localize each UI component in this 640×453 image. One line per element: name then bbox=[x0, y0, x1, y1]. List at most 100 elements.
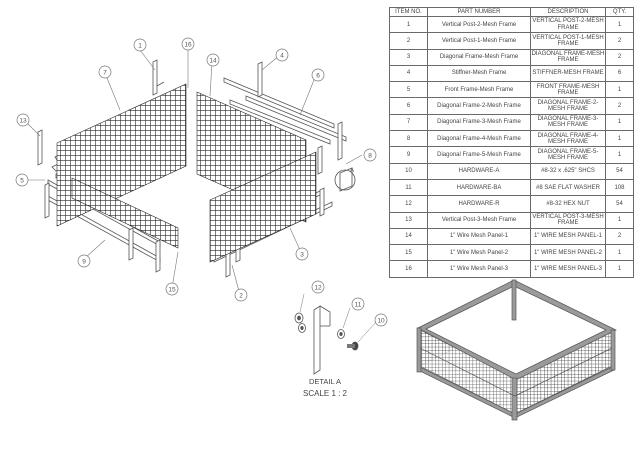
bom-cell-item: 2 bbox=[389, 32, 428, 50]
bom-cell-item: 12 bbox=[389, 195, 428, 213]
mesh-panels bbox=[56, 83, 317, 263]
bom-cell-qty: 1 bbox=[605, 113, 634, 132]
detail-a-scale: SCALE 1 : 2 bbox=[302, 389, 348, 398]
balloon-12: 12 bbox=[311, 280, 325, 294]
bom-cell-item: 4 bbox=[389, 64, 428, 83]
socket-head-cap-screw bbox=[347, 341, 359, 351]
svg-text:15: 15 bbox=[168, 286, 176, 293]
bom-cell-qty: 54 bbox=[605, 195, 634, 213]
bom-cell-part: HARDWARE-BA bbox=[427, 178, 531, 197]
bom-cell-part: Diagonal Frame-5-Mesh Frame bbox=[427, 146, 531, 164]
bom-cell-part: Front Frame-Mesh Frame bbox=[427, 81, 531, 99]
wire-mesh-panel-2 bbox=[71, 177, 179, 249]
bom-cell-part: Stiffner-Mesh Frame bbox=[427, 64, 531, 83]
balloon-5: 5 bbox=[15, 173, 29, 187]
bom-cell-desc: #8-32 x .625" SHCS bbox=[530, 162, 606, 180]
vertical-post-2 bbox=[152, 59, 158, 96]
bom-cell-desc: FRONT FRAME-MESH FRAME bbox=[530, 81, 606, 99]
bom-header-row: ITEM NO. PART NUMBER DESCRIPTION QTY. bbox=[389, 7, 634, 17]
bom-cell-desc: VERTICAL POST-3-MESH FRAME bbox=[530, 211, 606, 229]
bom-cell-desc: #8 SAE FLAT WASHER bbox=[530, 178, 606, 197]
svg-text:11: 11 bbox=[355, 301, 362, 308]
bom-cell-part: Vertical Post-1-Mesh Frame bbox=[427, 32, 531, 50]
bom-cell-desc: VERTICAL POST-1-MESH FRAME bbox=[530, 32, 606, 50]
balloon-13: 13 bbox=[16, 113, 30, 127]
wire-mesh-panel-1-lower bbox=[209, 151, 317, 263]
vertical-post-3 bbox=[37, 129, 43, 166]
bom-cell-qty: 108 bbox=[605, 178, 634, 197]
bom-cell-desc: #8-32 HEX NUT bbox=[530, 195, 606, 213]
bom-cell-part: 1" Wire Mesh Panel-3 bbox=[427, 260, 531, 278]
bom-cell-item: 15 bbox=[389, 244, 428, 262]
balloon-6: 6 bbox=[311, 68, 325, 82]
bom-cell-item: 5 bbox=[389, 81, 428, 99]
balloon-11: 11 bbox=[351, 297, 365, 311]
bom-cell-item: 16 bbox=[389, 260, 428, 278]
balloon-15: 15 bbox=[165, 282, 179, 296]
bom-cell-part: 1" Wire Mesh Panel-1 bbox=[427, 227, 531, 246]
svg-text:14: 14 bbox=[209, 57, 217, 64]
bom-cell-qty: 2 bbox=[605, 32, 634, 50]
svg-text:8: 8 bbox=[368, 152, 372, 159]
svg-text:4: 4 bbox=[280, 52, 284, 59]
bom-cell-part: Diagonal Frame-Mesh Frame bbox=[427, 48, 531, 66]
svg-text:16: 16 bbox=[184, 41, 192, 48]
bom-cell-qty: 1 bbox=[605, 260, 634, 278]
svg-text:10: 10 bbox=[377, 317, 385, 324]
bom-cell-item: 14 bbox=[389, 227, 428, 246]
balloon-7: 7 bbox=[98, 65, 112, 79]
bom-cell-desc: DIAGONAL FRAME-3-MESH FRAME bbox=[530, 113, 606, 132]
detail-a-view bbox=[294, 293, 377, 375]
stiffner bbox=[223, 77, 335, 129]
svg-text:9: 9 bbox=[82, 258, 86, 265]
bom-cell-desc: DIAGONAL FRAME-MESH FRAME bbox=[530, 48, 606, 66]
bom-cell-item: 11 bbox=[389, 178, 428, 197]
bom-cell-item: 8 bbox=[389, 130, 428, 148]
bom-cell-qty: 6 bbox=[605, 64, 634, 83]
bom-cell-item: 3 bbox=[389, 48, 428, 66]
bom-header-description: DESCRIPTION bbox=[530, 7, 606, 17]
bom-cell-item: 7 bbox=[389, 113, 428, 132]
bom-cell-qty: 2 bbox=[605, 48, 634, 66]
svg-text:2: 2 bbox=[239, 292, 243, 299]
bom-cell-desc: DIAGONAL FRAME-2-MESH FRAME bbox=[530, 97, 606, 115]
bom-cell-qty: 1 bbox=[605, 15, 634, 34]
bom-cell-part: Vertical Post-3-Mesh Frame bbox=[427, 211, 531, 229]
bom-cell-qty: 1 bbox=[605, 146, 634, 164]
bom-cell-qty: 1 bbox=[605, 81, 634, 99]
balloon-8: 8 bbox=[363, 148, 377, 162]
bom-cell-desc: 1" WIRE MESH PANEL-2 bbox=[530, 244, 606, 262]
bom-cell-item: 9 bbox=[389, 146, 428, 164]
detail-post bbox=[313, 305, 321, 375]
diagonal-frame-2 bbox=[245, 95, 347, 142]
balloon-4: 4 bbox=[275, 48, 289, 62]
balloon-3: 3 bbox=[295, 247, 309, 261]
bom-cell-part: HARDWARE-A bbox=[427, 162, 531, 180]
leader-lines bbox=[20, 49, 363, 296]
svg-text:3: 3 bbox=[300, 251, 304, 258]
bom-cell-item: 13 bbox=[389, 211, 428, 229]
bom-header-part-number: PART NUMBER bbox=[427, 7, 531, 17]
balloon-1: 1 bbox=[133, 38, 147, 52]
assembled-view bbox=[416, 279, 617, 421]
balloon-14: 14 bbox=[206, 53, 220, 67]
bom-cell-part: HARDWARE-R bbox=[427, 195, 531, 213]
bom-cell-part: 1" Wire Mesh Panel-2 bbox=[427, 244, 531, 262]
bom-cell-part: Diagonal Frame-2-Mesh Frame bbox=[427, 97, 531, 115]
bom-cell-desc: DIAGONAL FRAME-4-MESH FRAME bbox=[530, 130, 606, 148]
